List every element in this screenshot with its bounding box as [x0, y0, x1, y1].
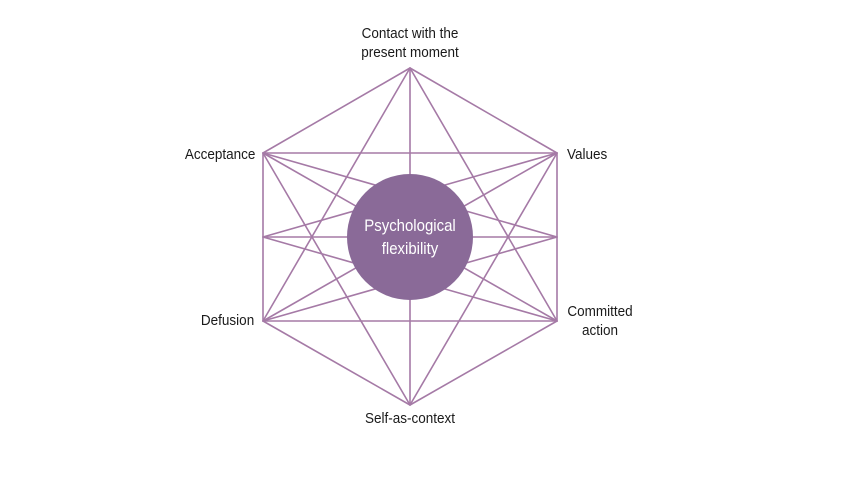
center-circle [347, 174, 473, 300]
node-label-acceptance: Acceptance [184, 146, 255, 163]
hex-edge [262, 67, 411, 154]
hex-edge [409, 67, 558, 154]
node-label-committed-action: Committed action [564, 302, 636, 340]
node-label-contact-present-moment: Contact with the present moment [320, 24, 500, 62]
node-label-line: present moment [361, 44, 459, 61]
node-label-defusion: Defusion [200, 312, 254, 329]
node-label-line: action [581, 322, 619, 339]
node-label-line: Committed [567, 303, 633, 320]
node-label-values: Values [567, 146, 608, 163]
hex-edge [262, 320, 411, 406]
center-label-line: Psychological [364, 216, 456, 235]
node-label-line: Contact with the [361, 25, 459, 42]
node-label-self-as-context: Self-as-context [364, 410, 456, 427]
center-label-psychological-flexibility: Psychological flexibility [348, 214, 471, 260]
hex-edge [409, 320, 558, 406]
center-label-line: flexibility [381, 239, 439, 258]
